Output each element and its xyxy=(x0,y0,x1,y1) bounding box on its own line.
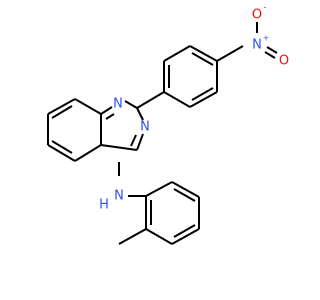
bond xyxy=(74,144,102,162)
atom-o-top: O xyxy=(252,8,262,23)
atom-n-nitro: N xyxy=(252,38,262,53)
bond xyxy=(264,51,276,59)
bond xyxy=(189,45,218,62)
bond xyxy=(100,106,113,115)
bond xyxy=(171,228,200,245)
bond xyxy=(216,45,244,62)
bond xyxy=(266,46,278,54)
bond-layer xyxy=(47,22,278,245)
bond xyxy=(191,87,214,101)
molecule-structure: N N N H N + O - O xyxy=(47,3,289,245)
bond xyxy=(51,105,73,119)
atom-label-layer: N N N H N + O - O xyxy=(99,3,289,213)
bond xyxy=(191,52,214,66)
atom-n-nitro-charge: + xyxy=(263,34,270,43)
bond xyxy=(189,91,218,108)
bond xyxy=(136,107,144,121)
bond xyxy=(47,98,76,115)
bond xyxy=(173,188,196,202)
bond xyxy=(145,181,173,197)
bond xyxy=(163,91,191,108)
bond xyxy=(124,100,138,109)
bond xyxy=(51,140,73,154)
bond xyxy=(171,181,200,198)
bond xyxy=(136,91,165,109)
bond xyxy=(74,98,102,115)
atom-n-amine: N xyxy=(114,189,124,204)
bond xyxy=(118,228,147,245)
bond xyxy=(145,228,173,245)
bond xyxy=(100,144,138,151)
atom-n3: N xyxy=(140,120,150,135)
bond xyxy=(47,144,76,162)
bond xyxy=(130,134,137,147)
atom-n1: N xyxy=(113,97,123,112)
bond xyxy=(136,133,144,151)
atom-h-amine: H xyxy=(99,198,109,213)
atom-o-top-charge: - xyxy=(264,3,267,12)
bond xyxy=(173,224,196,238)
bond xyxy=(163,45,191,62)
atom-o-right: O xyxy=(279,54,289,69)
bond xyxy=(105,113,115,120)
molecule-diagram: N N N H N + O - O xyxy=(47,3,289,245)
